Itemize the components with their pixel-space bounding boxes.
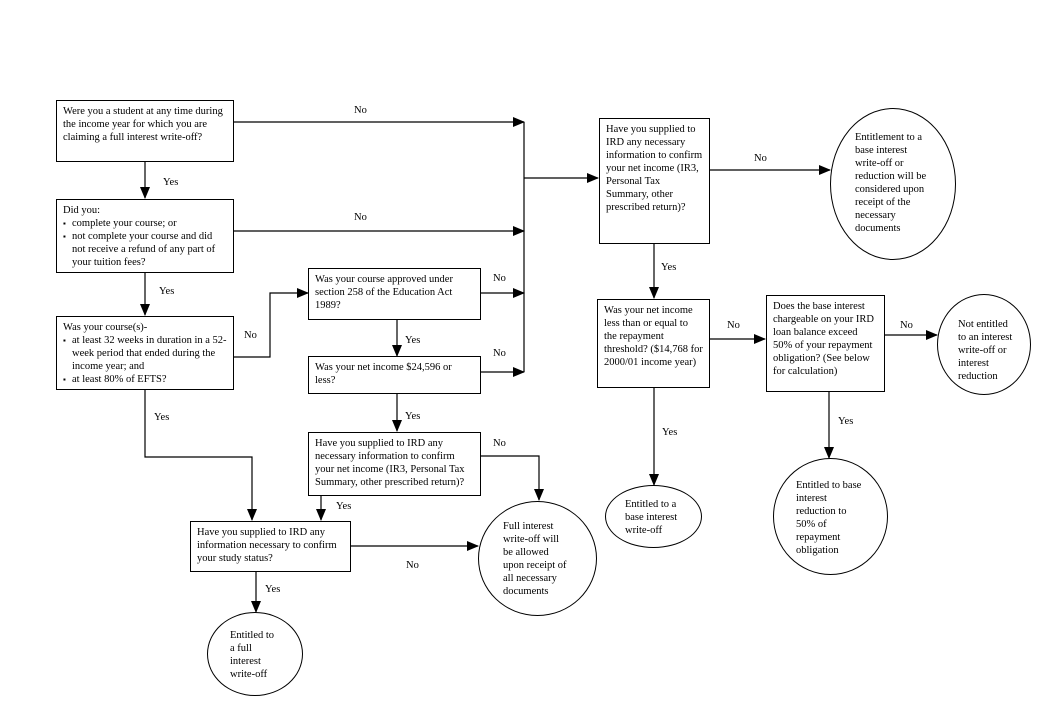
- supplied-net-income-box-a: Have you supplied to IRD any necessary i…: [308, 432, 481, 496]
- outcome-text-line: write-off: [230, 669, 268, 680]
- outcome-text-line: Entitled to a: [625, 499, 677, 510]
- outcome-text-line: interest: [230, 656, 261, 667]
- outcome-text-line: documents: [503, 586, 549, 597]
- did-you-option: not complete your course and did not rec…: [63, 230, 227, 269]
- supplied-study-status-text: Have you supplied to IRD any information…: [197, 527, 337, 564]
- arrow-supplied-a-no: [481, 455, 544, 501]
- course-intro: Was your course(s)-: [63, 322, 148, 333]
- outcome-text-line: base interest: [855, 145, 908, 156]
- label-no: No: [900, 320, 913, 331]
- repayment-threshold-box: Was your net income less than or equal t…: [597, 299, 710, 388]
- label-no: No: [493, 438, 506, 449]
- label-no: No: [754, 153, 767, 164]
- label-no: No: [727, 320, 740, 331]
- outcome-text-line: repayment: [796, 532, 841, 543]
- outcome-text-line: interest: [958, 358, 989, 369]
- outcome-base-write-off: Entitled to a base interest write-off: [605, 485, 702, 548]
- outcome-text-line: write-off: [625, 525, 663, 536]
- label-yes: Yes: [163, 177, 179, 188]
- did-you-question-box: Did you: complete your course; or not co…: [56, 199, 234, 273]
- label-yes: Yes: [405, 335, 421, 346]
- outcome-text-line: considered upon: [855, 184, 925, 195]
- outcome-text-line: to an interest: [958, 332, 1013, 343]
- label-no: No: [354, 212, 367, 223]
- outcome-text-line: upon receipt of: [503, 560, 567, 571]
- outcome-text-line: documents: [855, 223, 901, 234]
- outcome-text-line: reduction to: [796, 506, 847, 517]
- outcome-text-line: necessary: [855, 210, 896, 221]
- outcome-text-line: reduction will be: [855, 171, 927, 182]
- label-no: No: [406, 560, 419, 571]
- label-yes: Yes: [336, 501, 352, 512]
- outcome-text-line: interest: [796, 493, 827, 504]
- course-question-box: Was your course(s)- at least 32 weeks in…: [56, 316, 234, 390]
- course-approved-text: Was your course approved under section 2…: [315, 274, 453, 311]
- outcome-text-line: be allowed: [503, 547, 549, 558]
- net-income-box: Was your net income $24,596 or less?: [308, 356, 481, 394]
- did-you-option: complete your course; or: [63, 217, 227, 230]
- label-no: No: [493, 273, 506, 284]
- arrow-course-no: [234, 288, 309, 358]
- label-yes: Yes: [838, 416, 854, 427]
- label-yes: Yes: [154, 412, 170, 423]
- supplied-net-income-box-b: Have you supplied to IRD any necessary i…: [599, 118, 710, 244]
- outcome-text-line: Not entitled: [958, 319, 1008, 330]
- outcome-text-line: write-off will: [503, 534, 560, 545]
- label-yes: Yes: [662, 427, 678, 438]
- outcome-text-line: receipt of the: [855, 197, 911, 208]
- label-yes: Yes: [661, 262, 677, 273]
- outcome-text-line: obligation: [796, 545, 839, 556]
- label-yes: Yes: [265, 584, 281, 595]
- outcome-entitlement-considered: Entitlement to a base interest write-off…: [830, 108, 956, 260]
- course-criterion: at least 80% of EFTS?: [63, 373, 227, 386]
- net-income-text: Was your net income $24,596 or less?: [315, 362, 452, 386]
- label-yes: Yes: [405, 411, 421, 422]
- student-question-box: Were you a student at any time during th…: [56, 100, 234, 162]
- course-approved-box: Was your course approved under section 2…: [308, 268, 481, 320]
- outcome-text-line: Entitlement to a: [855, 132, 923, 143]
- supplied-net-income-text-b: Have you supplied to IRD any necessary i…: [606, 124, 703, 213]
- supplied-study-status-box: Have you supplied to IRD any information…: [190, 521, 351, 572]
- outcome-full-allowed: Full interest write-off will be allowed …: [478, 501, 597, 616]
- student-question-text: Were you a student at any time during th…: [63, 106, 223, 143]
- outcome-text-line: all necessary: [503, 573, 557, 584]
- label-yes: Yes: [159, 286, 175, 297]
- outcome-text-line: 50% of: [796, 519, 827, 530]
- outcome-text-line: write-off or: [855, 158, 904, 169]
- label-no: No: [354, 105, 367, 116]
- did-you-intro: Did you:: [63, 205, 101, 216]
- outcome-text-line: a full: [230, 643, 252, 654]
- outcome-full-write-off: Entitled to a full interest write-off: [207, 612, 303, 696]
- arrow-course-yes: [144, 390, 257, 521]
- repayment-threshold-text: Was your net income less than or equal t…: [604, 305, 703, 368]
- supplied-net-income-text-a: Have you supplied to IRD any necessary i…: [315, 438, 465, 488]
- outcome-text-line: write-off or: [958, 345, 1007, 356]
- outcome-text-line: Full interest: [503, 521, 554, 532]
- base-interest-text: Does the base interest chargeable on you…: [773, 301, 874, 377]
- outcome-text-line: reduction: [958, 371, 998, 382]
- base-interest-box: Does the base interest chargeable on you…: [766, 295, 885, 392]
- outcome-base-reduction: Entitled to base interest reduction to 5…: [773, 458, 888, 575]
- outcome-not-entitled: Not entitled to an interest write-off or…: [937, 294, 1031, 395]
- outcome-text-line: base interest: [625, 512, 678, 523]
- outcome-text-line: Entitled to base: [796, 480, 862, 491]
- label-no: No: [244, 330, 257, 341]
- outcome-text-line: Entitled to: [230, 630, 275, 641]
- course-criterion: at least 32 weeks in duration in a 52-we…: [63, 334, 227, 373]
- label-no: No: [493, 348, 506, 359]
